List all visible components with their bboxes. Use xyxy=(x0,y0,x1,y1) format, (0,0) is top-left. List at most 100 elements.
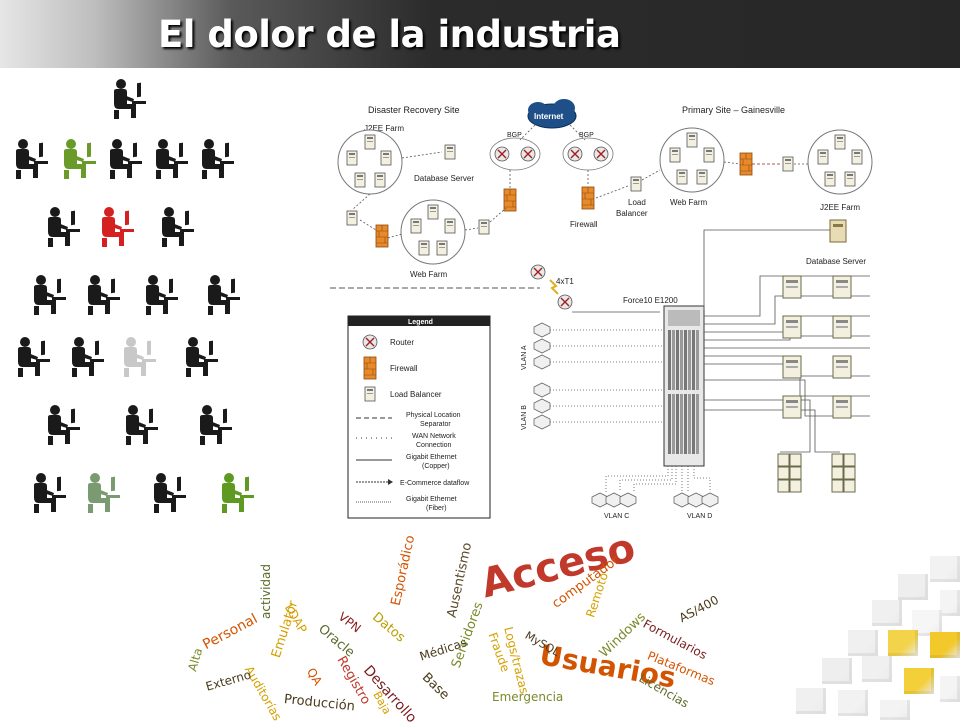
chassis-slot xyxy=(684,394,687,454)
word-cloud-term: Personal xyxy=(200,610,261,654)
server-icon xyxy=(346,150,358,166)
chassis-slot xyxy=(668,330,671,390)
server-icon xyxy=(354,172,366,188)
word-cloud-term: VPN xyxy=(335,609,364,636)
cube-icon xyxy=(888,630,918,656)
vlan-b-label: VLAN B xyxy=(521,405,528,430)
person-at-desk-icon xyxy=(142,274,180,318)
server-icon xyxy=(817,149,829,165)
person-at-desk-icon xyxy=(68,336,106,380)
server-icon xyxy=(444,218,456,234)
legend-ecommerce: E-Commerce dataflow xyxy=(400,480,470,487)
server-icon xyxy=(834,134,846,150)
person-at-desk-icon xyxy=(44,206,82,250)
router-icon xyxy=(520,146,536,162)
router-icon xyxy=(567,146,583,162)
word-cloud-term: AS/400 xyxy=(676,592,722,626)
person-at-desk-icon xyxy=(30,274,68,318)
person-at-desk-icon xyxy=(120,336,158,380)
database-server-icon xyxy=(829,219,847,243)
person-at-desk-icon xyxy=(14,336,52,380)
server-icon xyxy=(782,315,802,339)
load-balancer-label-2: Balancer xyxy=(616,209,648,218)
server-icon xyxy=(832,315,852,339)
cube-icon xyxy=(940,590,960,616)
cube-icon xyxy=(930,556,960,582)
person-at-desk-icon xyxy=(84,472,122,516)
legend-fiber-1: Gigabit Ethernet xyxy=(406,496,457,503)
dr-database-label: Database Server xyxy=(414,174,474,183)
server-icon xyxy=(418,240,430,256)
person-at-desk-icon xyxy=(204,274,242,318)
switch-icon xyxy=(533,382,551,398)
person-at-desk-icon xyxy=(152,138,190,182)
internet-label: Internet xyxy=(534,112,564,121)
force10-label: Force10 E1200 xyxy=(623,296,678,305)
person-at-desk-icon xyxy=(218,472,256,516)
dr-site-label: Disaster Recovery Site xyxy=(368,105,460,115)
primary-j2ee-label: J2EE Farm xyxy=(820,203,860,212)
chassis-slot xyxy=(668,394,671,454)
switch-icon xyxy=(619,492,637,508)
firewall-icon xyxy=(581,186,595,210)
firewall-icon xyxy=(503,188,517,212)
load-balancer-label-1: Load xyxy=(628,198,646,207)
server-icon xyxy=(410,218,422,234)
fiber-link xyxy=(619,466,673,492)
chassis-slot xyxy=(688,330,691,390)
legend-router: Router xyxy=(390,338,414,347)
vlan-a-label: VLAN A xyxy=(521,345,528,370)
server-icon xyxy=(380,150,392,166)
server-stack-icon xyxy=(777,453,802,493)
legend-fiber-2: (Fiber) xyxy=(426,505,447,512)
chassis-slot xyxy=(692,394,695,454)
bgp-right-label: BGP xyxy=(579,132,594,139)
server-icon xyxy=(844,171,856,187)
switch-icon xyxy=(687,492,705,508)
legend-load-balancer: Load Balancer xyxy=(390,390,442,399)
load-balancer-icon xyxy=(630,176,642,192)
word-cloud-term: Externo xyxy=(204,667,253,694)
vlan-cd-switches xyxy=(591,466,719,508)
title-bar: El dolor de la industria xyxy=(0,0,960,68)
chassis-slot xyxy=(696,394,699,454)
page-title: El dolor de la industria xyxy=(158,13,621,56)
firewall-icon xyxy=(739,152,753,176)
switch-icon xyxy=(605,492,623,508)
cube-icon xyxy=(880,700,910,720)
firewall-icon xyxy=(375,224,389,248)
dr-web-farm xyxy=(400,199,466,265)
vlan-d-label: VLAN D xyxy=(687,513,712,520)
legend-firewall: Firewall xyxy=(390,364,418,373)
person-at-desk-icon xyxy=(12,138,50,182)
chassis-slot xyxy=(676,394,679,454)
database-server-icon xyxy=(444,144,456,160)
primary-database-label: Database Server xyxy=(806,257,866,266)
chassis-slot xyxy=(688,394,691,454)
switch-icon xyxy=(673,492,691,508)
internet-cloud-icon xyxy=(527,99,577,129)
server-icon xyxy=(703,147,715,163)
network-diagram: Disaster Recovery Site J2EE Farm Databas… xyxy=(330,99,873,520)
switch-icon xyxy=(591,492,609,508)
switch-icon xyxy=(533,354,551,370)
word-cloud-term: actividad xyxy=(259,563,273,619)
people-grid xyxy=(0,70,300,530)
primary-web-farm-label: Web Farm xyxy=(670,198,708,207)
t1-label: 4xT1 xyxy=(556,277,574,286)
server-icon xyxy=(851,149,863,165)
cube-icon xyxy=(904,668,934,694)
cube-icon xyxy=(838,690,868,716)
cube-icon xyxy=(848,630,878,656)
person-at-desk-icon xyxy=(106,138,144,182)
person-at-desk-icon xyxy=(182,336,220,380)
vlan-switches xyxy=(533,322,664,430)
person-at-desk-icon xyxy=(196,404,234,448)
person-at-desk-icon xyxy=(150,472,188,516)
chassis-slot xyxy=(692,330,695,390)
server-icon xyxy=(669,147,681,163)
switch-icon xyxy=(533,322,551,338)
load-balancer-icon xyxy=(346,210,358,226)
server-icon xyxy=(782,395,802,419)
